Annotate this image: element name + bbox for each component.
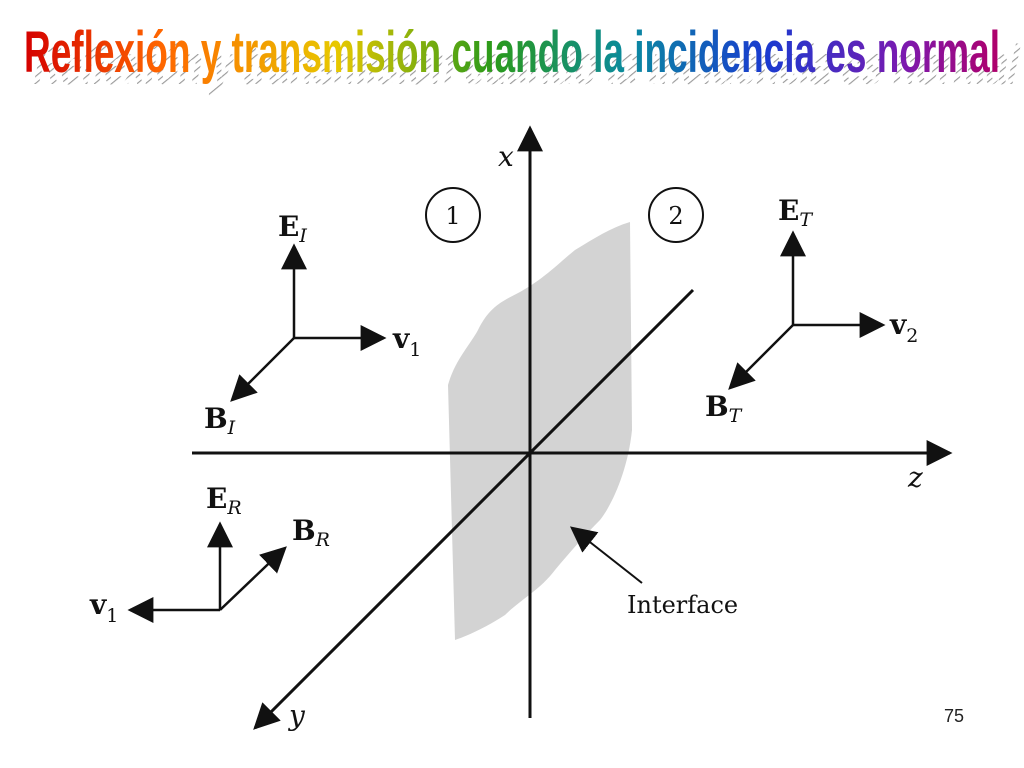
region-2-marker: 2 — [648, 187, 704, 243]
region-1-label: 1 — [445, 202, 460, 230]
interface-plane — [448, 222, 632, 640]
reflected-e-label: ER — [206, 482, 242, 519]
interface-label: Interface — [627, 591, 738, 619]
transmitted-e-label: ET — [778, 194, 813, 231]
y-axis-label: y — [287, 699, 306, 732]
page-number: 75 — [943, 706, 964, 726]
incident-b-arrow — [230, 337, 295, 402]
region-1-marker: 1 — [425, 187, 481, 243]
reflected-b-label: BR — [292, 514, 330, 551]
reflected-v-label: v1 — [89, 588, 118, 627]
slide-title: Reflexión y transmisión cuando la incide… — [24, 20, 1024, 96]
transmitted-wave-vectors: ET v2 BT — [705, 194, 918, 427]
region-2-label: 2 — [668, 202, 683, 230]
transmitted-v-label: v2 — [889, 308, 918, 347]
title-text: Reflexión y transmisión cuando la incide… — [24, 20, 1000, 85]
title-shadow: Reflexión y transmisión cuando la incide… — [29, 34, 1024, 96]
transmitted-b-arrow — [728, 324, 794, 390]
reflected-wave-vectors: ER BR v1 — [89, 482, 330, 627]
interface-pointer-arrow — [569, 526, 643, 584]
transmitted-b-label: BT — [705, 390, 743, 427]
incident-wave-vectors: EI v1 BI — [204, 210, 421, 439]
incident-e-label: EI — [278, 210, 307, 247]
z-axis-label: z — [907, 461, 923, 494]
incident-v-label: v1 — [392, 322, 421, 361]
reflected-b-arrow — [219, 546, 287, 611]
y-axis-line — [253, 288, 695, 730]
incident-b-label: BI — [204, 402, 236, 439]
x-axis-label: x — [498, 140, 514, 173]
